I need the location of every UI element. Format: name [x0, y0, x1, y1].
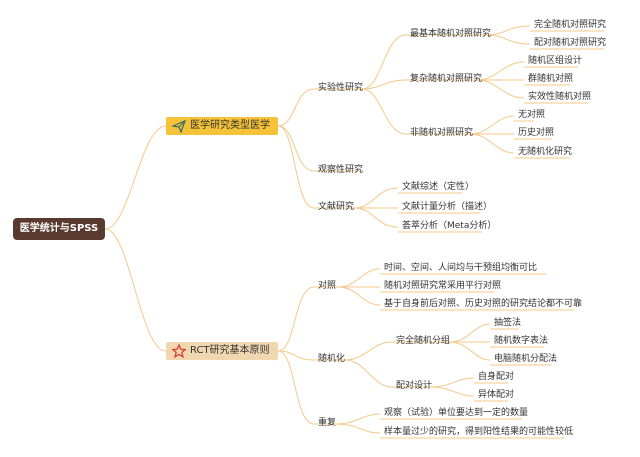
node-replication[interactable]: 重复: [318, 418, 337, 428]
branch-research-types-label: 医学研究类型医学: [190, 120, 270, 131]
node-complete-random-group[interactable]: 完全随机分组: [396, 336, 451, 346]
node-meta-analysis[interactable]: 荟萃分析（Meta分析）: [402, 221, 497, 231]
node-basic-rct[interactable]: 最基本随机对照研究: [410, 29, 492, 39]
node-historical-control[interactable]: 历史对照: [518, 128, 555, 138]
node-randomized-block[interactable]: 随机区组设计: [528, 56, 583, 66]
node-paired-random-controlled[interactable]: 配对随机对照研究: [534, 38, 607, 48]
node-paired-design[interactable]: 配对设计: [396, 381, 433, 391]
node-control-unreliable[interactable]: 基于自身前后对照、历史对照的研究结论都不可靠: [384, 299, 583, 309]
node-complete-random-controlled[interactable]: 完全随机对照研究: [534, 20, 607, 30]
node-different-pairing[interactable]: 异体配对: [478, 390, 515, 400]
node-replication-quantity[interactable]: 观察（试验）单位要达到一定的数量: [384, 408, 529, 418]
node-nonrandom-controlled[interactable]: 非随机对照研究: [410, 128, 474, 138]
paper-plane-icon: [170, 119, 187, 134]
node-self-pairing[interactable]: 自身配对: [478, 372, 515, 382]
node-experimental[interactable]: 实验性研究: [318, 83, 364, 93]
branch-rct-principles-label: RCT研究基本原则: [190, 345, 270, 356]
node-no-control[interactable]: 无对照: [518, 110, 546, 120]
node-cluster-random[interactable]: 群随机对照: [528, 74, 574, 84]
node-literature[interactable]: 文献研究: [318, 202, 355, 212]
node-randomization[interactable]: 随机化: [318, 354, 346, 364]
node-computer-random[interactable]: 电脑随机分配法: [494, 354, 558, 364]
node-pragmatic-random[interactable]: 实效性随机对照: [528, 92, 592, 102]
star-icon: [171, 343, 187, 359]
node-replication-small-sample[interactable]: 样本量过少的研究，得到阳性结果的可能性较低: [384, 427, 574, 437]
node-lottery-method[interactable]: 抽签法: [494, 318, 522, 328]
node-control[interactable]: 对照: [318, 281, 337, 291]
node-bibliometric[interactable]: 文献计量分析（描述）: [402, 202, 493, 212]
node-control-parallel[interactable]: 随机对照研究常采用平行对照: [384, 281, 502, 291]
node-random-number-table[interactable]: 随机数字表法: [494, 336, 549, 346]
node-observational[interactable]: 观察性研究: [318, 165, 364, 175]
root-node[interactable]: 医学统计与SPSS: [13, 218, 105, 240]
branch-rct-principles[interactable]: RCT研究基本原则: [166, 342, 278, 360]
branch-research-types[interactable]: 医学研究类型医学: [166, 117, 278, 135]
node-complex-rct[interactable]: 复杂随机对照研究: [410, 74, 483, 84]
node-control-comparability[interactable]: 时间、空间、人间均与干预组均衡可比: [384, 263, 538, 273]
node-literature-review[interactable]: 文献综述（定性）: [402, 182, 475, 192]
node-nonrandomized-study[interactable]: 无随机化研究: [518, 147, 573, 157]
